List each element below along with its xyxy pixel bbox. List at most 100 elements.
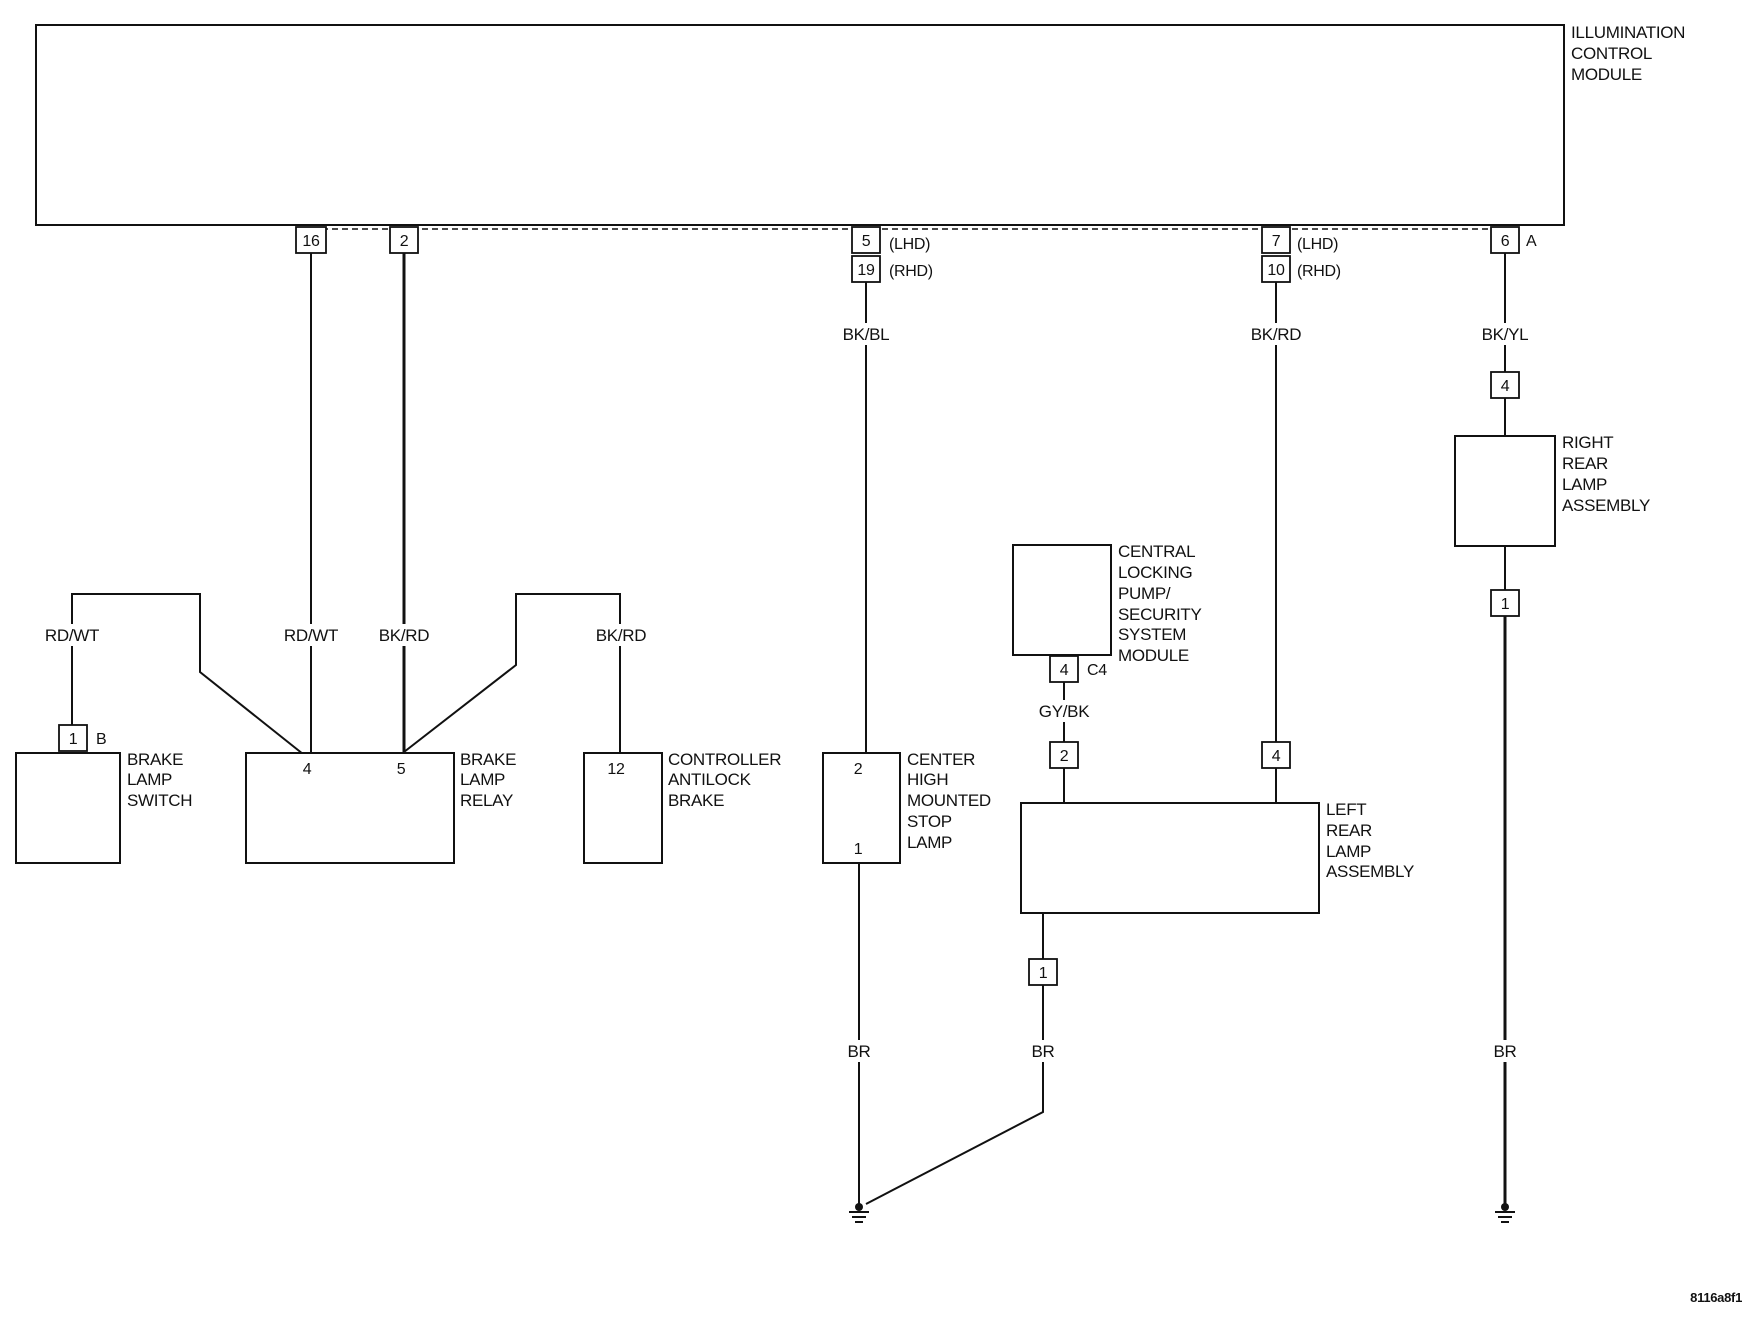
left-rear-pin-4-label: 4 bbox=[1272, 748, 1281, 765]
chmsl-name-2: HIGH bbox=[907, 770, 948, 789]
module-pin-5-label: 5 bbox=[862, 233, 871, 250]
wire-br-left-rear bbox=[865, 985, 1044, 1205]
relay-pin-5-label: 5 bbox=[397, 761, 406, 778]
brake-switch-pin-1-label: 1 bbox=[69, 731, 78, 748]
left-rear-pin-4 bbox=[1261, 741, 1291, 769]
wire-label-bkbl: BK/BL bbox=[843, 325, 890, 344]
wire-label-br-right: BR bbox=[1493, 1042, 1516, 1061]
brake-switch-name-1: BRAKE bbox=[127, 750, 183, 769]
ground-icon bbox=[849, 1211, 869, 1223]
ground-icon bbox=[1495, 1211, 1515, 1223]
module-title-line-1: ILLUMINATION bbox=[1571, 23, 1685, 42]
wire-label-bg bbox=[1032, 700, 1096, 722]
security-name-6: MODULE bbox=[1118, 646, 1189, 665]
module-pin-10-note: (RHD) bbox=[1297, 263, 1341, 280]
wire-label-bkrd-relay: BK/RD bbox=[379, 626, 429, 645]
module-pin-19-note: (RHD) bbox=[889, 263, 933, 280]
security-module-box bbox=[1012, 544, 1112, 656]
brake-switch-connector-label: B bbox=[96, 731, 106, 748]
figure-code: 8116a8f1 bbox=[1690, 1290, 1742, 1305]
wire-label-bg bbox=[840, 1040, 878, 1062]
wire-label-bg bbox=[838, 323, 894, 345]
wire-label-bg bbox=[1247, 323, 1305, 345]
module-pin-2-label: 2 bbox=[400, 233, 409, 250]
module-pin-7 bbox=[1261, 226, 1291, 254]
wire-rdwt-switch bbox=[71, 593, 309, 759]
brake-lamp-relay-box bbox=[245, 752, 455, 864]
security-name-5: SYSTEM bbox=[1118, 625, 1186, 644]
wire-label-rdwt-relay: RD/WT bbox=[284, 626, 338, 645]
chmsl-name-1: CENTER bbox=[907, 750, 975, 769]
right-rear-name-1: RIGHT bbox=[1562, 433, 1613, 452]
right-rear-pin-1-label: 1 bbox=[1501, 596, 1510, 613]
right-rear-name-4: ASSEMBLY bbox=[1562, 496, 1650, 515]
wire-label-bg bbox=[1477, 323, 1533, 345]
brake-relay-name-1: BRAKE bbox=[460, 750, 516, 769]
left-rear-pin-2-label: 2 bbox=[1060, 748, 1069, 765]
brake-relay-name-2: LAMP bbox=[460, 770, 505, 789]
wire-label-bg bbox=[1486, 1040, 1524, 1062]
security-pin-4 bbox=[1049, 655, 1079, 683]
security-name-3: PUMP/ bbox=[1118, 584, 1171, 603]
wire-label-bkrd-right: BK/RD bbox=[1251, 325, 1301, 344]
wire-label-rdwt-switch: RD/WT bbox=[45, 626, 99, 645]
right-rear-name-2: REAR bbox=[1562, 454, 1608, 473]
security-connector-label: C4 bbox=[1087, 662, 1107, 679]
chmsl-pin-2-label: 2 bbox=[854, 761, 863, 778]
module-pin-7-note: (LHD) bbox=[1297, 236, 1338, 253]
wire-label-gybk: GY/BK bbox=[1039, 702, 1090, 721]
wire-label-bg bbox=[1024, 1040, 1062, 1062]
left-rear-name-4: ASSEMBLY bbox=[1326, 862, 1414, 881]
right-rear-lamp-assembly-box bbox=[1454, 435, 1556, 547]
security-pin-4-label: 4 bbox=[1060, 662, 1069, 679]
wire-label-bg bbox=[374, 624, 434, 646]
left-rear-pin-1-label: 1 bbox=[1039, 965, 1048, 982]
module-connector-a-label: A bbox=[1526, 233, 1537, 250]
right-rear-name-3: LAMP bbox=[1562, 475, 1607, 494]
ground-splice-dot bbox=[1501, 1203, 1509, 1211]
wire-label-br-left: BR bbox=[1031, 1042, 1054, 1061]
wire-label-br-chmsl: BR bbox=[847, 1042, 870, 1061]
left-rear-lamp-assembly-box bbox=[1020, 802, 1320, 914]
chmsl-name-4: STOP bbox=[907, 812, 952, 831]
abs-name-1: CONTROLLER bbox=[668, 750, 781, 769]
left-rear-name-3: LAMP bbox=[1326, 842, 1371, 861]
module-title-line-3: MODULE bbox=[1571, 65, 1642, 84]
wire-bkrd-abs bbox=[403, 593, 621, 773]
abs-name-3: BRAKE bbox=[668, 791, 724, 810]
module-pin-7-label: 7 bbox=[1272, 233, 1281, 250]
security-name-1: CENTRAL bbox=[1118, 542, 1195, 561]
module-pin-5-note: (LHD) bbox=[889, 236, 930, 253]
right-rear-pin-1 bbox=[1490, 589, 1520, 617]
relay-pin-4-label: 4 bbox=[303, 761, 312, 778]
brake-relay-name-3: RELAY bbox=[460, 791, 513, 810]
brake-switch-pin-1 bbox=[58, 724, 88, 752]
chmsl-pin-1-label: 1 bbox=[854, 841, 863, 858]
module-pin-19-label: 19 bbox=[857, 262, 875, 279]
brake-switch-name-3: SWITCH bbox=[127, 791, 192, 810]
illumination-control-module-box bbox=[35, 24, 1565, 226]
left-rear-pin-1 bbox=[1028, 958, 1058, 986]
controller-antilock-brake-box bbox=[583, 752, 663, 864]
module-title-line-2: CONTROL bbox=[1571, 44, 1652, 63]
brake-switch-name-2: LAMP bbox=[127, 770, 172, 789]
chmsl-name-5: LAMP bbox=[907, 833, 952, 852]
module-pin-6-label: 6 bbox=[1501, 233, 1510, 250]
wire-label-bg bbox=[592, 624, 650, 646]
left-rear-name-2: REAR bbox=[1326, 821, 1372, 840]
left-rear-name-1: LEFT bbox=[1326, 800, 1366, 819]
left-rear-pin-2 bbox=[1049, 741, 1079, 769]
chmsl-name-3: MOUNTED bbox=[907, 791, 991, 810]
wire-label-bkyl: BK/YL bbox=[1482, 325, 1529, 344]
wire-label-bg bbox=[40, 624, 104, 646]
security-name-2: LOCKING bbox=[1118, 563, 1192, 582]
chmsl-box bbox=[822, 752, 901, 864]
module-pin-5 bbox=[851, 226, 881, 254]
ground-splice-dot bbox=[855, 1203, 863, 1211]
right-rear-pin-4-label: 4 bbox=[1501, 378, 1510, 395]
module-pin-16-label: 16 bbox=[302, 233, 320, 250]
abs-pin-12-label: 12 bbox=[607, 761, 625, 778]
brake-lamp-switch-box bbox=[15, 752, 121, 864]
module-pin-10-label: 10 bbox=[1267, 262, 1285, 279]
